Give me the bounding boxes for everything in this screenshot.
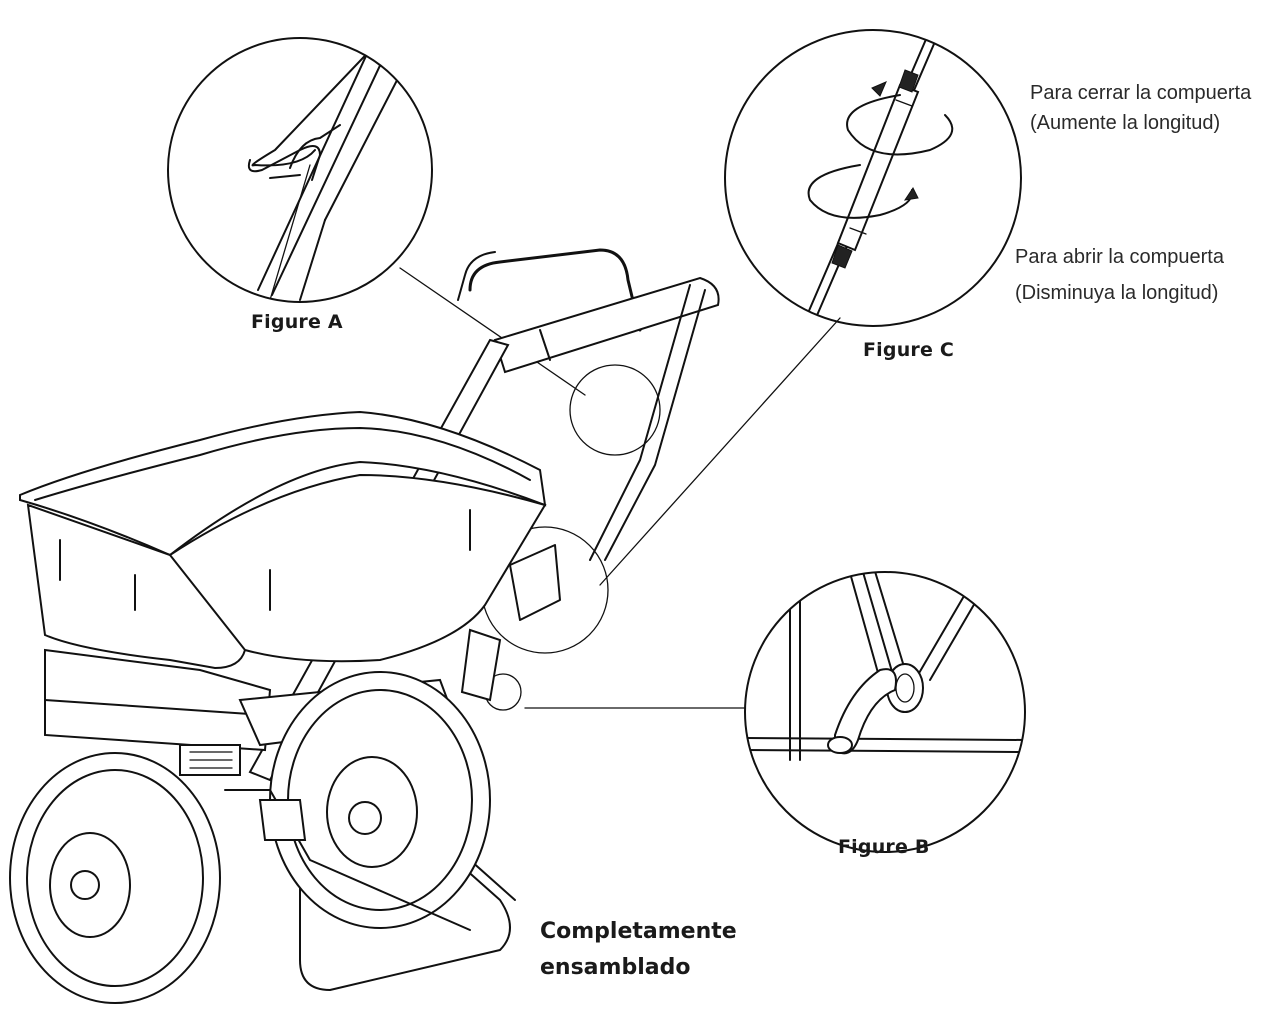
open-gate-instruction: Para abrir la compuerta xyxy=(1015,246,1224,268)
figure-b-label: Figure B xyxy=(838,836,930,858)
callout-leaders xyxy=(399,267,841,709)
assembled-caption-line2: ensamblado xyxy=(540,955,691,980)
open-gate-hint: (Disminuya la longitud) xyxy=(1015,282,1219,304)
assembled-caption-line1: Completamente xyxy=(540,919,737,944)
callout-circle-a-small xyxy=(569,364,661,456)
figure-c-detail xyxy=(724,29,1022,327)
close-gate-hint: (Aumente la longitud) xyxy=(1030,112,1221,134)
figure-c-label: Figure C xyxy=(863,339,955,361)
figure-a-detail xyxy=(167,37,433,303)
close-gate-instruction: Para cerrar la compuerta xyxy=(1030,82,1252,104)
spreader-machine xyxy=(9,248,720,1004)
figure-a-label: Figure A xyxy=(251,311,343,333)
figure-b-detail xyxy=(744,571,1026,853)
